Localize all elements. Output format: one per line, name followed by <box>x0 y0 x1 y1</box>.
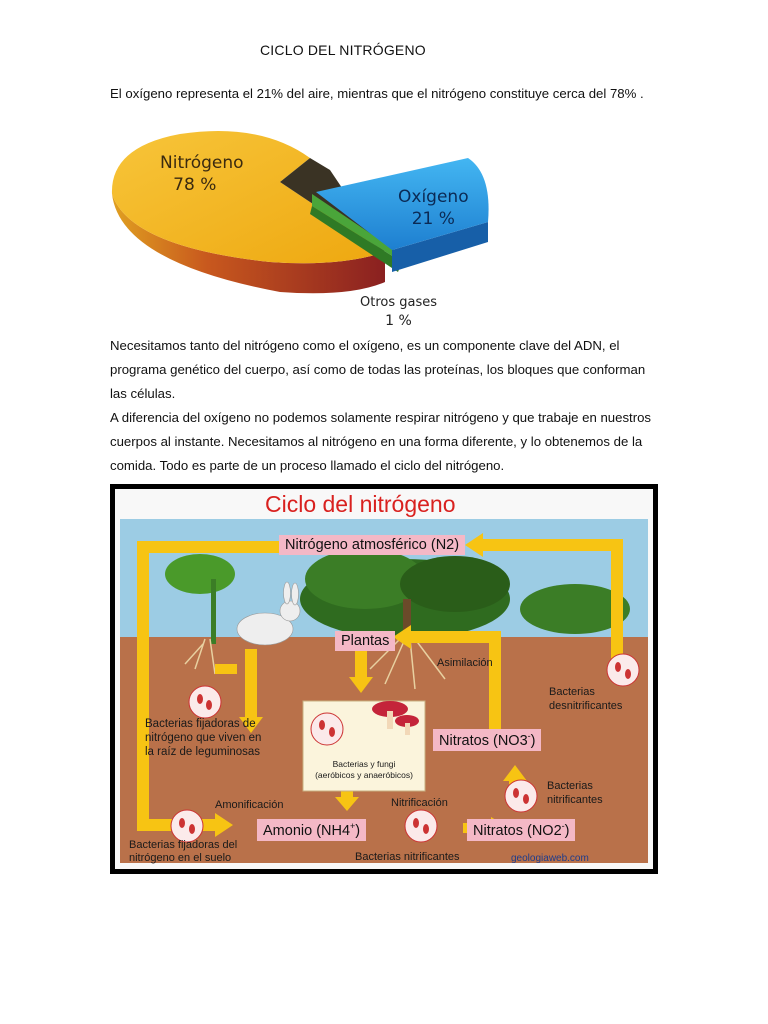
bacteria-circle-nitrifying-right <box>504 779 538 813</box>
label-nitrifying-bacteria-bottom: Bacterias nitrificantes <box>355 851 460 863</box>
label-ammonification: Amonificación <box>215 799 284 811</box>
label-denitrifying-bacteria: Bacterias desnitrificantes <box>549 686 623 712</box>
label-fungi: Bacterias y fungi (aeróbicos y anaeróbic… <box>315 759 413 780</box>
arrow-to-ammonium-down <box>335 797 359 811</box>
label-nitrates-no2: Nitratos (NO2-) <box>467 819 576 841</box>
bacteria-circle-denitrifying <box>606 653 640 687</box>
pie-chart-graphic <box>111 131 489 294</box>
arrow-to-atmosphere <box>465 533 483 557</box>
paragraph-cycle: A diferencia del oxígeno no podemos sola… <box>110 410 652 473</box>
document-title: CICLO DEL NITRÓGENO <box>260 42 426 58</box>
label-assimilation: Asimilación <box>437 657 493 669</box>
arrow-down-legume <box>239 717 263 733</box>
pie-slice-nitrogen-side <box>112 194 385 294</box>
label-nitrates-no3: Nitratos (NO3-) <box>433 729 542 751</box>
label-soil-bacteria: Bacterias fijadoras del nitrógeno en el … <box>129 839 238 864</box>
label-nitrification: Nitrificación <box>391 797 448 809</box>
cycle-title: Ciclo del nitrógeno <box>265 491 456 517</box>
intro-paragraph: El oxígeno representa el 21% del aire, m… <box>110 86 644 101</box>
label-ammonium: Amonio (NH4+) <box>257 819 367 841</box>
bacteria-circle-nitrifying-bottom <box>404 809 438 843</box>
pie-chart: Nitrógeno 78 % Oxígeno 21 % Otros gases … <box>100 122 500 340</box>
label-atmospheric-nitrogen: Nitrógeno atmosférico (N2) <box>279 535 466 555</box>
label-plants: Plantas <box>335 631 396 651</box>
pie-label-oxygen: Oxígeno 21 % <box>398 187 469 229</box>
source-credit: geologiaweb.com <box>511 853 589 864</box>
pie-slice-other-gases <box>312 194 402 262</box>
paragraph-dna: Necesitamos tanto del nitrógeno como el … <box>110 338 646 401</box>
label-nitrifying-bacteria-right: Bacterias nitrificantes <box>547 780 603 806</box>
arrow-to-ammonium <box>215 813 233 837</box>
bacteria-circle-legume <box>188 685 222 719</box>
rabbit-illustration <box>236 581 301 646</box>
label-legume-bacteria: Bacterias fijadoras de nitrógeno que viv… <box>145 718 262 758</box>
bacteria-circle-fungi <box>310 712 344 746</box>
arrow-to-fungi <box>349 677 373 693</box>
tree-illustration <box>165 549 630 644</box>
pie-label-other-gases: Otros gases 1 % <box>360 295 438 329</box>
bacteria-circle-soil <box>170 809 204 843</box>
nitrogen-cycle-diagram: Ciclo del nitrógeno Nitrógeno atmosféric… <box>110 484 658 874</box>
roots-illustration <box>184 638 446 690</box>
pie-label-nitrogen: Nitrógeno 78 % <box>160 153 244 195</box>
bacteria-circles <box>170 653 640 843</box>
mushroom-illustration <box>372 701 419 735</box>
pie-slice-oxygen <box>316 158 489 250</box>
arrow-to-plants <box>393 625 411 649</box>
arrow-to-nitrates3 <box>503 765 527 781</box>
pie-slice-oxygen-side <box>392 222 488 272</box>
pie-slice-nitrogen <box>111 131 385 264</box>
